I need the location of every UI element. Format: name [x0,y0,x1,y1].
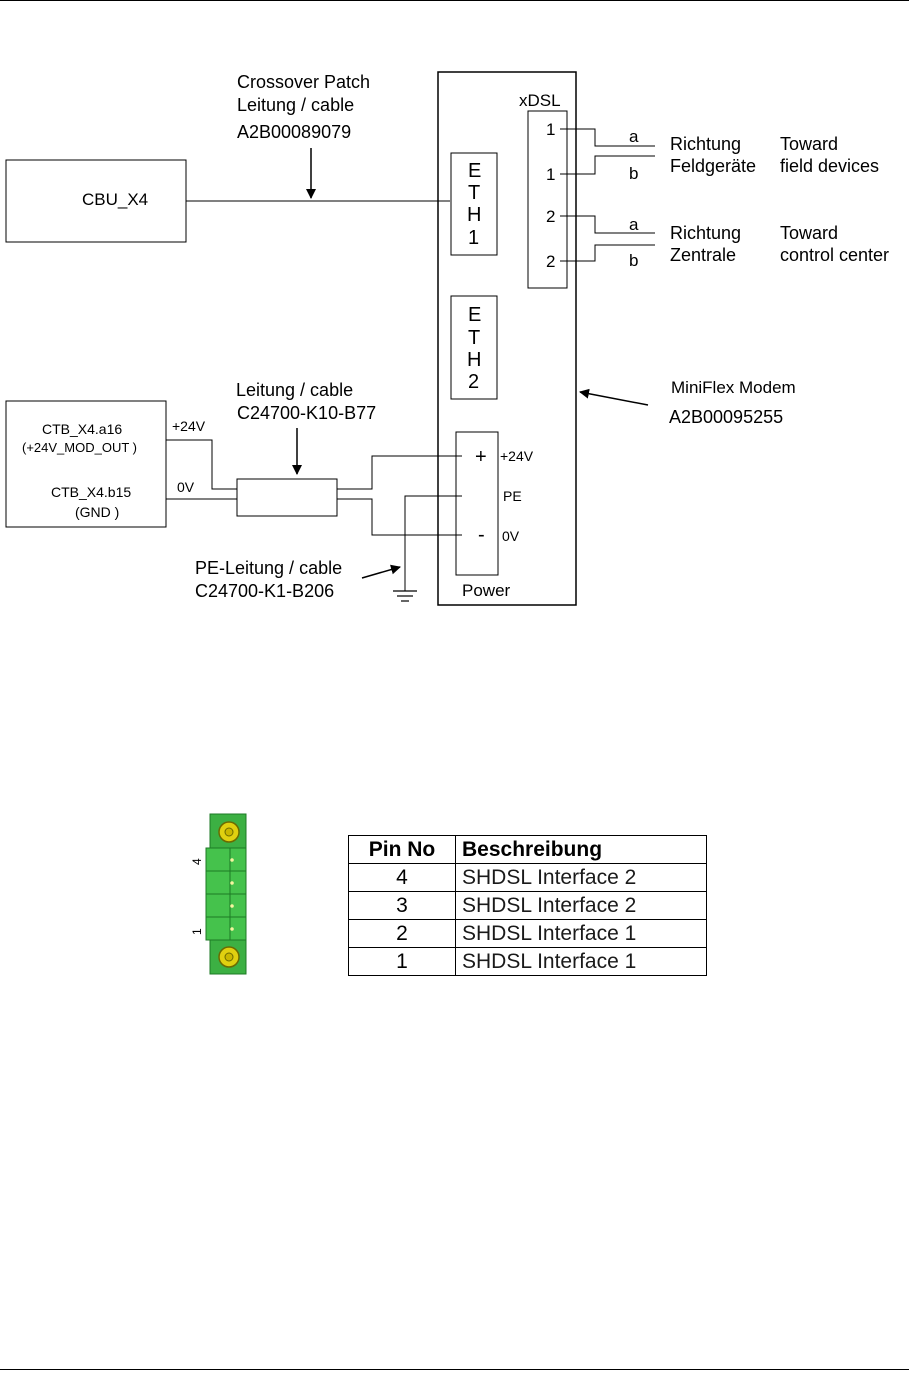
power-label: Power [462,581,511,600]
bottom-rule [0,1369,909,1370]
richtung-feld-2: Feldgeräte [670,156,756,176]
eth2-port [450,295,498,400]
eth2-char-t: T [468,327,480,349]
toward-center-1: Toward [780,223,838,243]
table-row: 4 SHDSL Interface 2 [348,863,707,892]
xdsl-pin-1a: 1 [546,120,555,139]
connector-pin-top: 4 [190,858,204,865]
power-cable-part-no: C24700-K10-B77 [237,403,376,423]
power-wires [166,439,462,591]
wire-label-zero: 0V [177,479,195,495]
crossover-cable-label: Crossover Patch Leitung / cable A2B00089… [237,72,370,142]
wire-letter-b2: b [629,251,638,270]
row-desc: SHDSL Interface 2 [455,891,707,920]
power-plus-sign: + [475,446,487,468]
wire-letter-a2: a [629,215,639,234]
row-pin: 2 [348,919,456,948]
ctb-line2: (+24V_MOD_OUT ) [22,440,137,455]
power-terminal-block [455,431,499,576]
wire-letter-b1: b [629,164,638,183]
pe-cable-arrow [361,564,401,579]
crossover-line2: Leitung / cable [237,95,354,115]
power-plus-voltage: +24V [500,448,534,464]
ctb-line1: CTB_X4.a16 [42,421,122,437]
toward-field-1: Toward [780,134,838,154]
row-pin: 1 [348,947,456,976]
top-rule [0,0,909,1]
row-desc: SHDSL Interface 1 [455,947,707,976]
ground-icon [393,590,417,602]
xdsl-label: xDSL [519,91,561,110]
power-cable-line1: Leitung / cable [236,380,353,400]
eth1-port [450,152,498,256]
table-row: 2 SHDSL Interface 1 [348,919,707,948]
power-cable-body [236,478,338,517]
modem-name: MiniFlex Modem [671,378,796,397]
xdsl-pin-2a: 2 [546,207,555,226]
wire-label-plus24: +24V [172,418,206,434]
power-zero-voltage: 0V [502,528,520,544]
toward-center-2: control center [780,245,889,265]
pe-cable-part-no: C24700-K1-B206 [195,581,334,601]
pe-cable-line1: PE-Leitung / cable [195,558,342,578]
row-pin: 4 [348,863,456,892]
xdsl-pin-2b: 2 [546,252,555,271]
power-pe: PE [503,488,522,504]
crossover-part-no: A2B00089079 [237,122,351,142]
table-row: 3 SHDSL Interface 2 [348,891,707,920]
richtung-feld-1: Richtung [670,134,741,154]
xdsl-pin-1b: 1 [546,165,555,184]
power-minus-sign: - [478,524,485,546]
eth1-char-t: T [468,182,480,204]
connector-pin-bottom: 1 [190,928,204,935]
cbu-label: CBU_X4 [82,190,148,209]
richtung-zentrale-1: Richtung [670,223,741,243]
header-beschreibung: Beschreibung [455,835,707,864]
row-pin: 3 [348,891,456,920]
ctb-line4: (GND ) [75,504,119,520]
table-row: 1 SHDSL Interface 1 [348,947,707,976]
shdsl-connector-image: 4 1 [190,813,247,975]
eth1-char-1: 1 [468,227,479,249]
eth2-char-h: H [467,349,481,371]
richtung-zentrale-2: Zentrale [670,245,736,265]
connector-pins [206,848,246,940]
toward-field-2: field devices [780,156,879,176]
eth2-char-e: E [468,304,481,326]
xdsl-wires [560,128,655,262]
eth1-char-e: E [468,160,481,182]
header-pin-no: Pin No [348,835,456,864]
row-desc: SHDSL Interface 2 [455,863,707,892]
crossover-line1: Crossover Patch [237,72,370,92]
eth1-char-h: H [467,204,481,226]
wire-letter-a1: a [629,127,639,146]
connector-pin-dots [230,858,234,931]
ctb-box [5,400,167,528]
miniflex-modem-box [437,71,577,606]
modem-part-no: A2B00095255 [669,407,783,427]
ctb-line3: CTB_X4.b15 [51,484,131,500]
xdsl-port-block [527,110,568,289]
row-desc: SHDSL Interface 1 [455,919,707,948]
wiring-diagram: Crossover Patch Leitung / cable A2B00089… [5,71,889,606]
eth2-char-2: 2 [468,371,479,393]
pin-table: Pin No Beschreibung 4 SHDSL Interface 2 … [348,835,707,976]
pin-table-header: Pin No Beschreibung [348,835,707,864]
modem-arrow [579,388,649,406]
